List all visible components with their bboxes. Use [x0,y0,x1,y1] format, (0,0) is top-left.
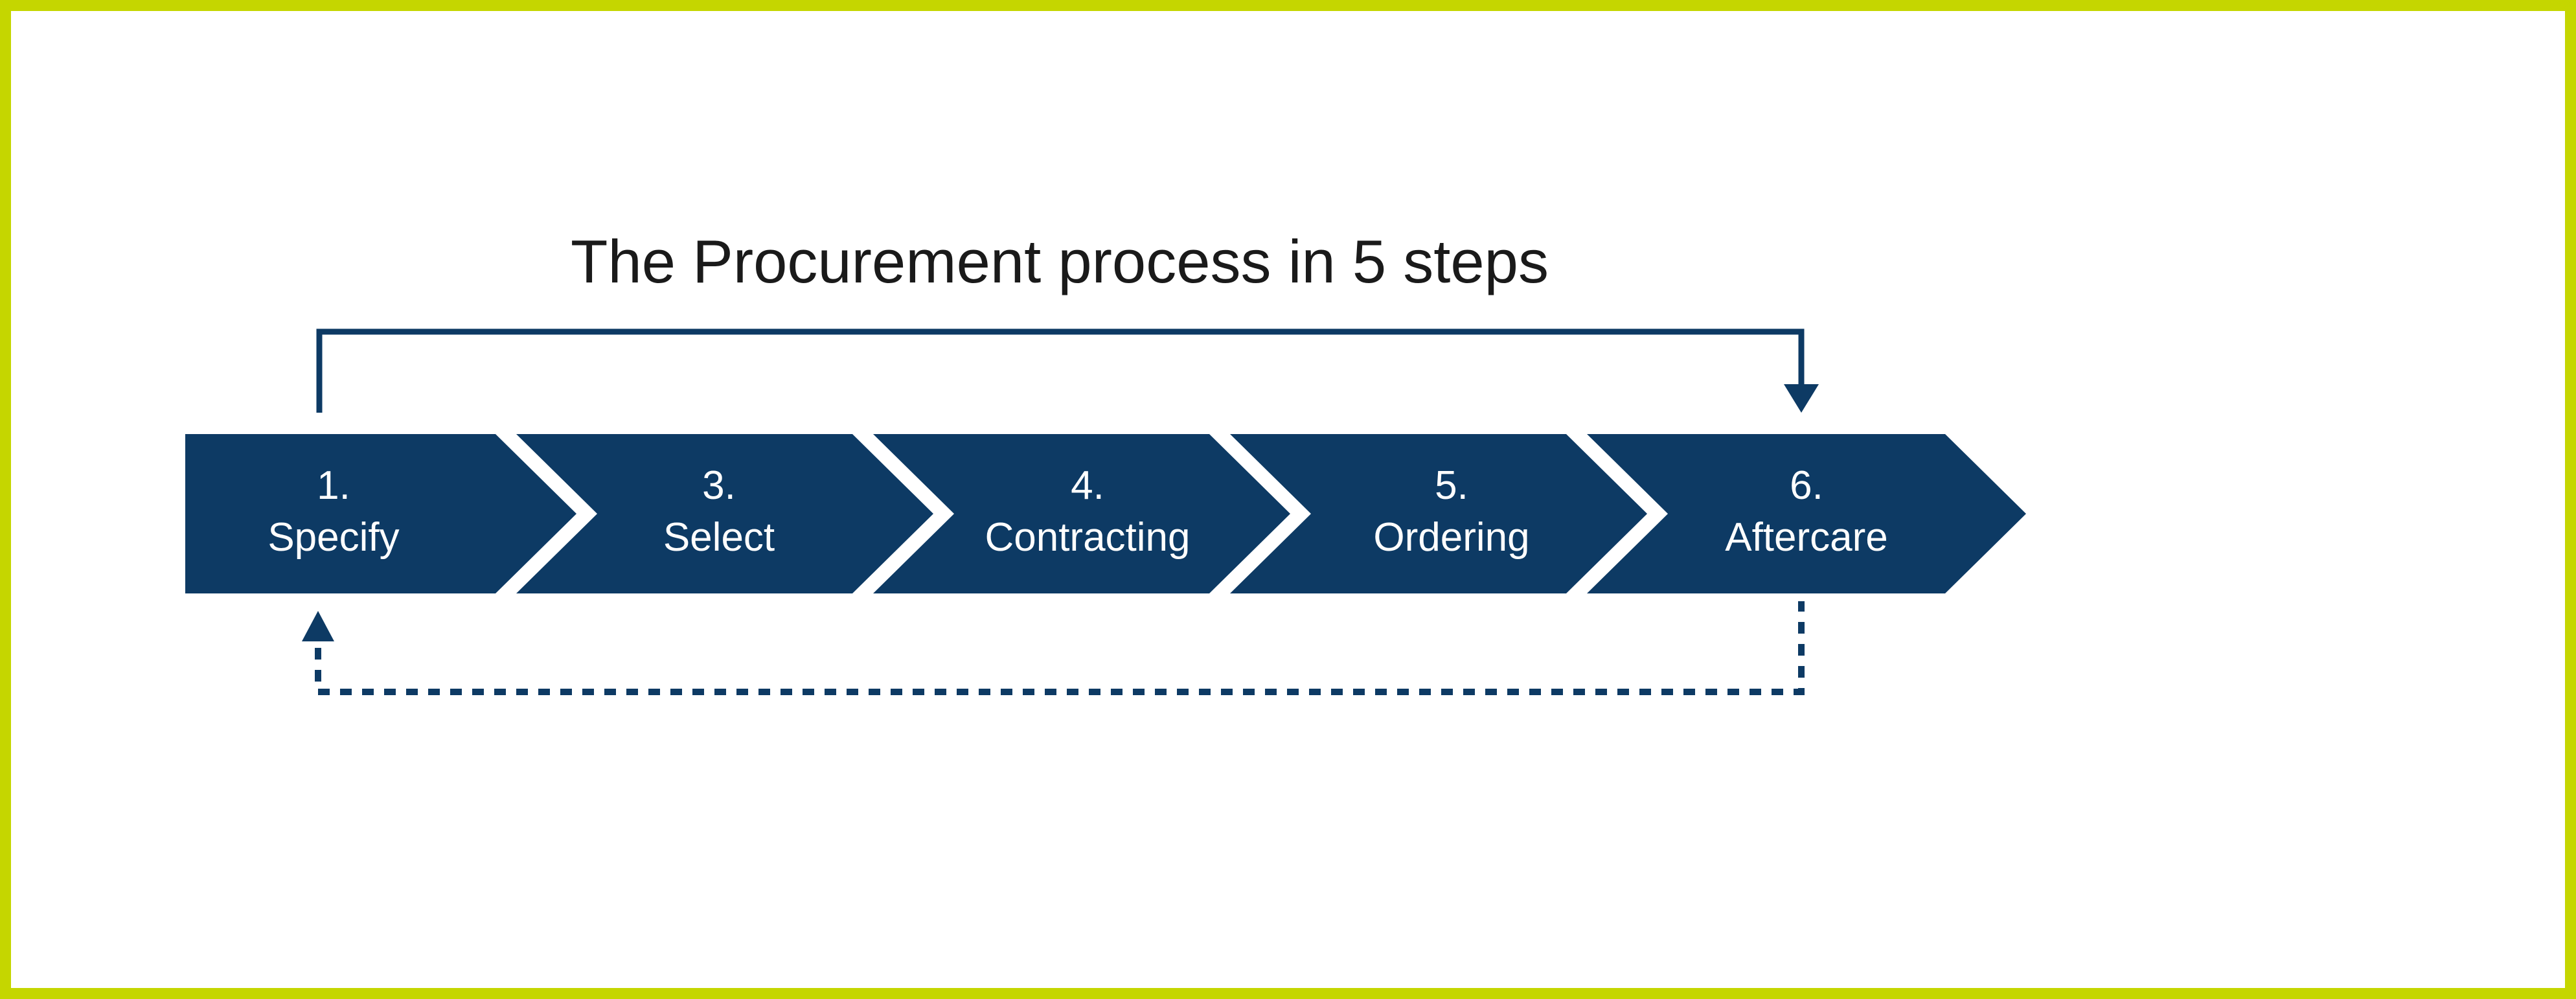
process-flow-svg [185,328,2026,695]
step-number: 4. [1071,463,1104,508]
step-label-2: 3. Select [570,460,868,564]
arrow-down-icon [1784,384,1819,413]
step-number: 6. [1790,463,1823,508]
step-number: 1. [317,463,350,508]
step-label-1: 1. Specify [185,460,483,564]
step-number: 3. [702,463,736,508]
step-name: Contracting [985,515,1191,560]
step-name: Aftercare [1725,515,1888,560]
chevron-step-2-shape [516,434,933,593]
step-label-4: 5. Ordering [1303,460,1601,564]
chevron-step-1-shape [185,434,576,593]
chevron-step-3-shape [873,434,1290,593]
chevron-step-5-shape [1587,434,2026,593]
step-label-3: 4. Contracting [939,460,1237,564]
feedback-connector-line [315,601,1805,695]
forward-connector-line [316,328,1805,413]
step-name: Select [663,515,775,560]
step-name: Ordering [1373,515,1530,560]
chevron-step-4-shape [1230,434,1647,593]
step-name: Specify [268,515,400,560]
step-number: 5. [1435,463,1468,508]
arrow-up-icon [302,611,334,641]
step-label-5: 6. Aftercare [1658,460,1955,564]
diagram-title: The Procurement process in 5 steps [571,227,1549,295]
